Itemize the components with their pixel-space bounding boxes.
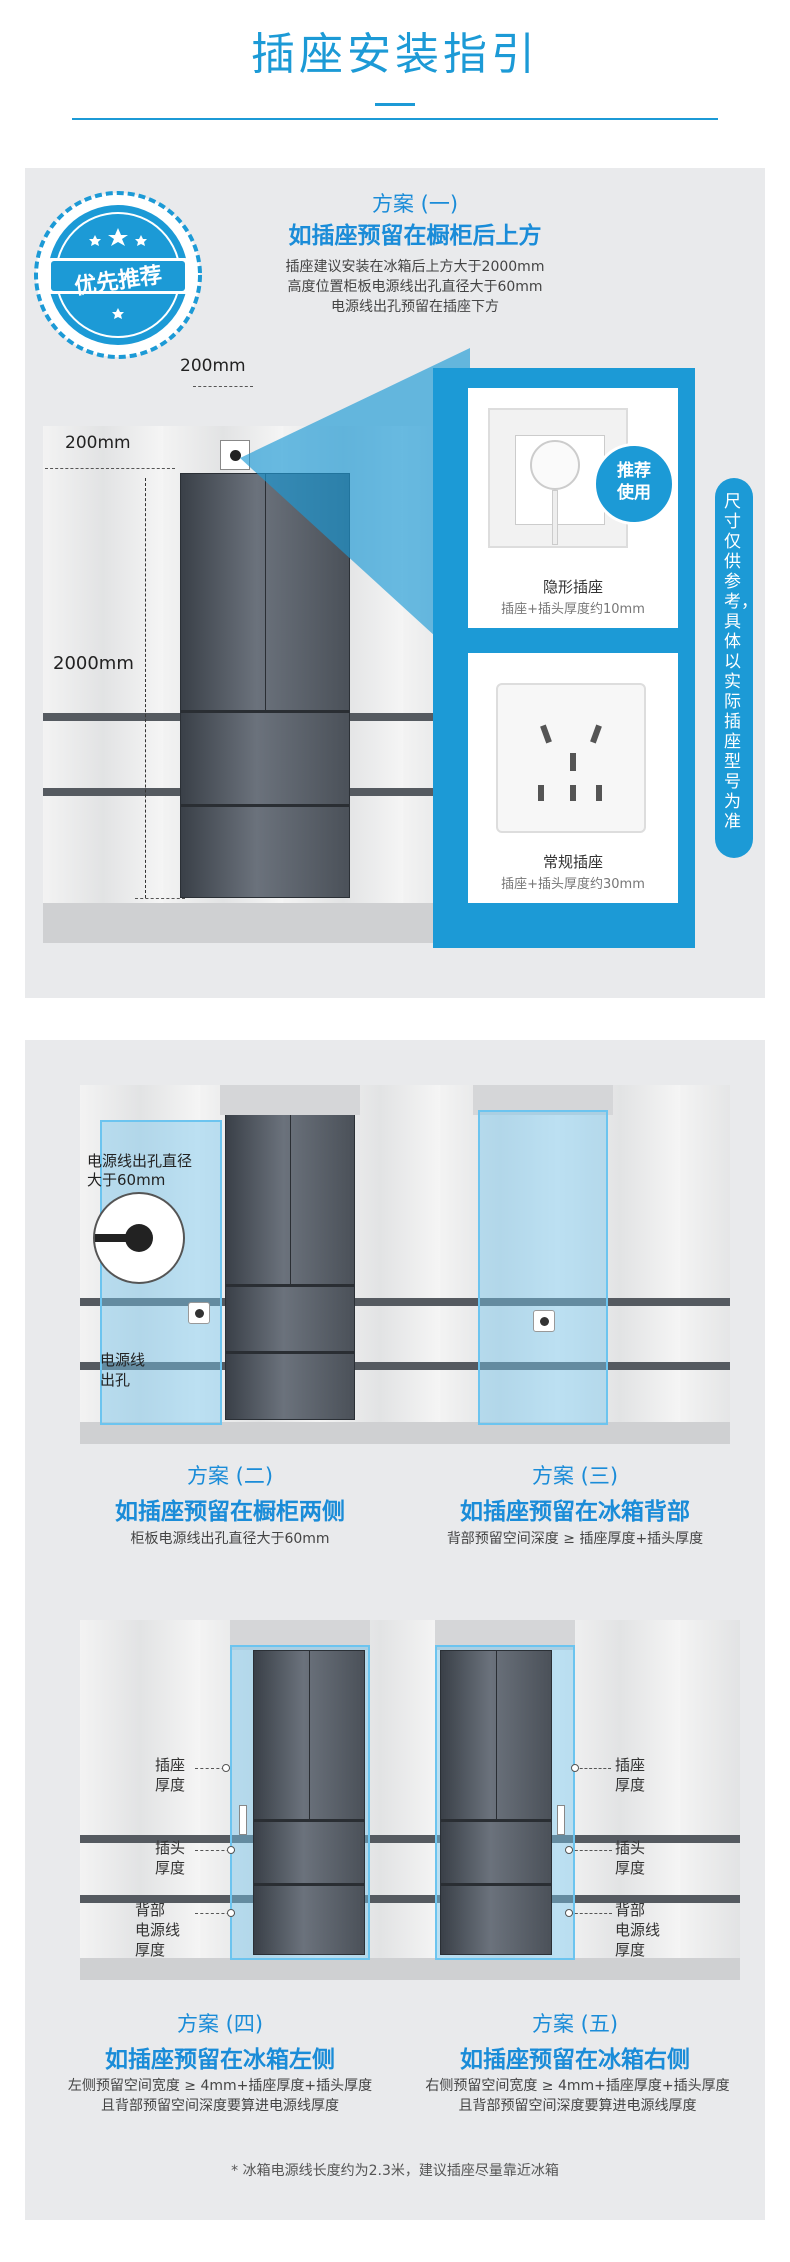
callout-line (570, 1913, 612, 1914)
callout-dot (227, 1846, 235, 1854)
callout-dot (571, 1764, 579, 1772)
socket2-name: 常规插座 (542, 853, 603, 871)
fridge-niche (220, 1085, 360, 1115)
plan4-label-2: 插头 厚度 (155, 1839, 186, 1877)
plan4-5-panel: 插座 厚度 插头 厚度 背部 电源线 厚度 插座 厚度 插头 厚度 背部 电源线… (25, 1580, 765, 2220)
callout-line (570, 1850, 612, 1851)
socket-detail-frame: 隐形插座 插座+插头厚度约10mm 推荐 使用 常规插座 插座+插头厚度约30m… (433, 368, 695, 948)
socket1-name: 隐形插座 (542, 578, 603, 596)
plan4-label-3: 背部 电源线 厚度 (135, 1901, 181, 1959)
zoom-cone (240, 348, 470, 668)
plan3-back-zone (478, 1110, 608, 1425)
badge-seal-icon (34, 191, 202, 359)
plan3-title: 如插座预留在冰箱背部 (460, 1499, 690, 1525)
kitchen-cabinet-3 (80, 1620, 740, 1960)
footnote: * 冰箱电源线长度约为2.3米，建议插座尽量靠近冰箱 (231, 2163, 559, 2179)
dim-left-label: 200mm (65, 433, 131, 453)
plan3-desc: 背部预留空间深度 ≥ 插座厚度+插头厚度 (446, 1531, 704, 1547)
socket2-spec: 插座+插头厚度约30mm (501, 877, 645, 892)
dim-top-line (193, 386, 253, 387)
plan5-label-3: 背部 电源线 厚度 (615, 1901, 661, 1959)
plan1-desc-3: 电源线出孔预留在插座下方 (331, 299, 499, 315)
plan4-title: 如插座预留在冰箱左侧 (105, 2047, 335, 2073)
dim-top-label: 200mm (180, 356, 246, 376)
plan5-label-1: 插座 厚度 (615, 1756, 646, 1794)
dim-left-line (45, 468, 175, 469)
plan3-socket (533, 1310, 555, 1332)
callout-dot (227, 1909, 235, 1917)
side-note-pill: 尺寸仅供参考，具体以实际插座型号为准 (715, 478, 758, 858)
side-note-text: 尺寸仅供参考，具体以实际插座型号为准 (724, 492, 758, 832)
callout-dot (565, 1846, 573, 1854)
plan2-callout-2: 电源线 出孔 (100, 1351, 146, 1389)
plan2-heading: 方案 (二) (186, 1464, 274, 1488)
callout-line (195, 1768, 230, 1769)
shelf-line (80, 1835, 740, 1843)
plan5-desc-2: 且背部预留空间深度要算进电源线厚度 (458, 2098, 697, 2114)
title-dash (375, 103, 415, 106)
callout-dot (222, 1764, 230, 1772)
socket-marker (220, 440, 250, 470)
plan1-panel: 优先推荐 方案 (一) 如插座预留在橱柜后上方 插座建议安装在冰箱后上方大于20… (25, 168, 765, 998)
socket2-card: 常规插座 插座+插头厚度约30mm (468, 653, 678, 903)
floor (43, 903, 453, 943)
title-divider (72, 118, 718, 120)
callout-line (575, 1768, 611, 1769)
plan2-callout-1: 电源线出孔直径 大于60mm (87, 1152, 193, 1189)
plan2-desc: 柜板电源线出孔直径大于60mm (130, 1531, 330, 1547)
priority-badge: 优先推荐 (33, 190, 203, 360)
refrigerator (180, 473, 350, 898)
refrigerator (225, 1110, 355, 1420)
dim-height-label: 2000mm (53, 653, 134, 674)
plan5-title: 如插座预留在冰箱右侧 (460, 2047, 690, 2073)
plan2-3-panel: 电源线出孔直径 大于60mm 电源线 出孔 方案 (二) 如插座预留在橱柜两侧 … (25, 1040, 765, 1580)
shelf-line (80, 1362, 730, 1370)
plan2-socket (188, 1302, 210, 1324)
plan4-desc-1: 左侧预留空间宽度 ≥ 4mm+插座厚度+插头厚度 (67, 2078, 373, 2094)
recommend-bubble: 推荐 使用 (593, 443, 675, 525)
dim-height-line (145, 478, 146, 898)
plan5-heading: 方案 (五) (531, 2012, 619, 2036)
side-socket (557, 1805, 565, 1835)
plan1-desc-1: 插座建议安装在冰箱后上方大于2000mm (285, 259, 545, 275)
plan5-desc-1: 右侧预留空间宽度 ≥ 4mm+插座厚度+插头厚度 (425, 2078, 730, 2094)
regular-socket-image (496, 683, 646, 833)
plan2-title: 如插座预留在橱柜两侧 (115, 1499, 345, 1525)
plan1-desc-2: 高度位置柜板电源线出孔直径大于60mm (287, 279, 543, 295)
refrigerator (440, 1650, 552, 1955)
hole-zoom-circle (93, 1192, 185, 1284)
callout-dot (565, 1909, 573, 1917)
plan3-heading: 方案 (三) (531, 1464, 619, 1488)
plan4-heading: 方案 (四) (176, 2012, 264, 2036)
plan4-desc-2: 且背部预留空间深度要算进电源线厚度 (101, 2098, 339, 2114)
shelf-line (80, 1895, 740, 1903)
floor (80, 1422, 730, 1444)
recommend-text: 推荐 使用 (617, 461, 651, 503)
shelf-line (80, 1298, 730, 1306)
plan1-heading: 方案 (一) (371, 192, 459, 216)
plan1-title: 如插座预留在橱柜后上方 (288, 223, 542, 249)
page-title: 插座安装指引 (251, 29, 539, 80)
plan5-label-2: 插头 厚度 (615, 1839, 646, 1877)
socket1-spec: 插座+插头厚度约10mm (501, 602, 645, 617)
floor (80, 1958, 740, 1980)
refrigerator (253, 1650, 365, 1955)
callout-line (195, 1913, 235, 1914)
plan4-label-1: 插座 厚度 (155, 1756, 186, 1794)
callout-line (195, 1850, 235, 1851)
dim-base-line (135, 898, 185, 899)
side-socket (239, 1805, 247, 1835)
hidden-socket-image (488, 408, 628, 548)
